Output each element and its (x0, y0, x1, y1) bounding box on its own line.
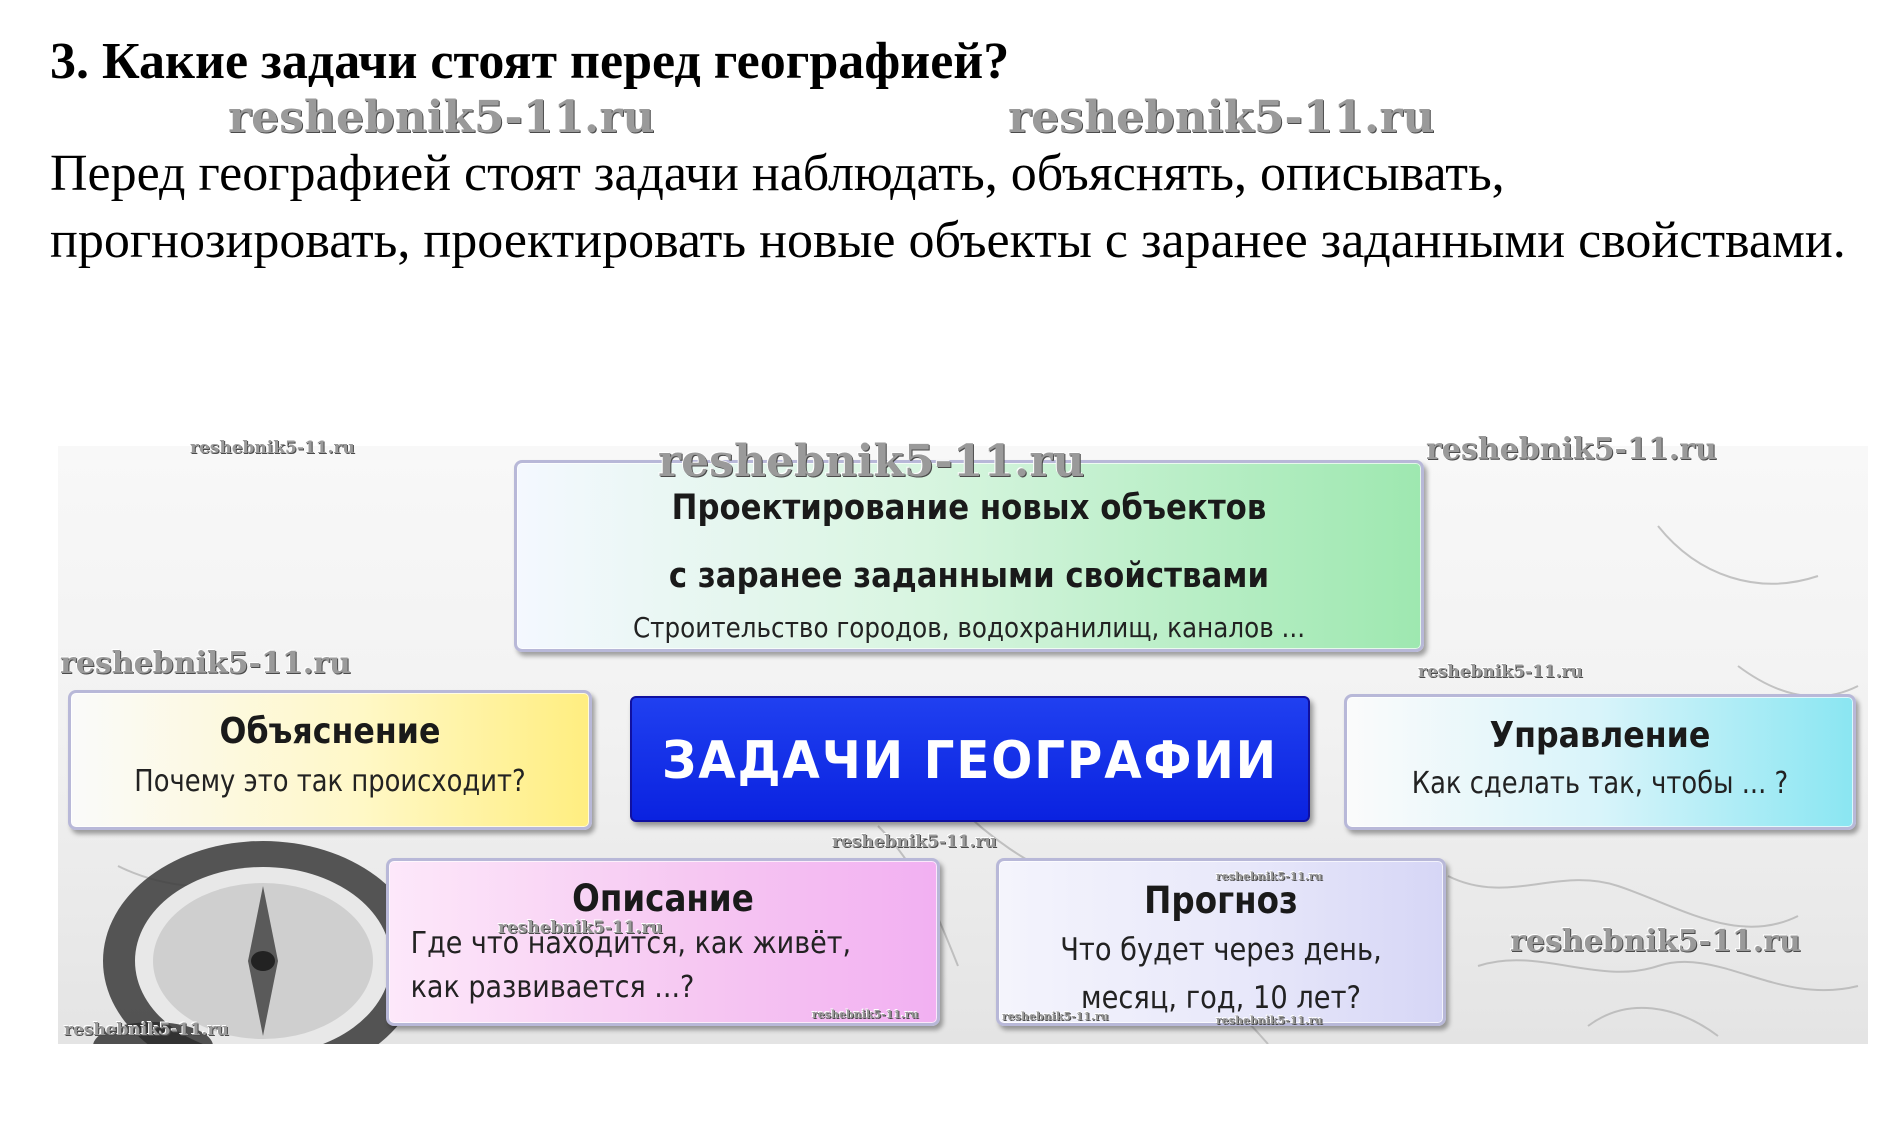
watermark: reshebnik5-11.ru (1510, 924, 1801, 959)
forecast-title: Прогноз (1144, 879, 1298, 922)
forecast-question-line1: Что будет через день, (1060, 932, 1382, 968)
geography-tasks-diagram: Проектирование новых объектов с заранее … (58, 446, 1868, 1044)
watermark: reshebnik5-11.ru (832, 832, 997, 852)
management-task-box: Управление Как сделать так, чтобы ... ? (1344, 694, 1856, 830)
management-title: Управление (1489, 715, 1711, 756)
diagram-title: ЗАДАЧИ ГЕОГРАФИИ (661, 731, 1278, 791)
explanation-question: Почему это так происходит? (134, 764, 526, 799)
answer-text: Перед географией стоят задачи наблюдать,… (50, 145, 1846, 269)
description-task-box: Описание Где что находится, как живёт, к… (386, 858, 940, 1026)
watermark: reshebnik5-11.ru (1426, 432, 1717, 467)
watermark: reshebnik5-11.ru (658, 436, 1085, 487)
watermark: reshebnik5-11.ru (1418, 662, 1583, 682)
watermark: reshebnik5-11.ru (1216, 870, 1323, 883)
design-task-examples: Строительство городов, водохранилищ, кан… (632, 611, 1306, 644)
map-background (93, 525, 1859, 1044)
watermark: reshebnik5-11.ru (190, 438, 355, 458)
watermark: reshebnik5-11.ru (1008, 92, 1435, 143)
explanation-title: Объяснение (219, 711, 441, 752)
description-question-line1: Где что находится, как живёт, (410, 926, 852, 961)
description-title: Описание (572, 877, 754, 920)
compass-icon (93, 841, 423, 1044)
watermark: reshebnik5-11.ru (228, 92, 655, 143)
design-task-title-line1: Проектирование новых объектов (671, 488, 1267, 528)
forecast-question-line2: месяц, год, 10 лет? (1081, 980, 1361, 1016)
watermark: reshebnik5-11.ru (1216, 1014, 1323, 1027)
explanation-task-box: Объяснение Почему это так происходит? (68, 690, 592, 830)
question-title: 3. Какие задачи стоят перед географией? (50, 33, 1010, 90)
watermark: reshebnik5-11.ru (498, 918, 663, 938)
watermark: reshebnik5-11.ru (64, 1020, 229, 1040)
watermark: reshebnik5-11.ru (60, 646, 351, 681)
management-question: Как сделать так, чтобы ... ? (1411, 766, 1789, 801)
design-task-title-line2: с заранее заданными свойствами (668, 556, 1270, 596)
center-title-box: ЗАДАЧИ ГЕОГРАФИИ (630, 696, 1310, 822)
forecast-task-box: Прогноз Что будет через день, месяц, год… (996, 858, 1446, 1026)
watermark: reshebnik5-11.ru (812, 1008, 919, 1021)
watermark: reshebnik5-11.ru (1002, 1010, 1109, 1023)
description-question-line2: как развивается ...? (410, 970, 695, 1005)
design-task-box: Проектирование новых объектов с заранее … (514, 460, 1424, 652)
